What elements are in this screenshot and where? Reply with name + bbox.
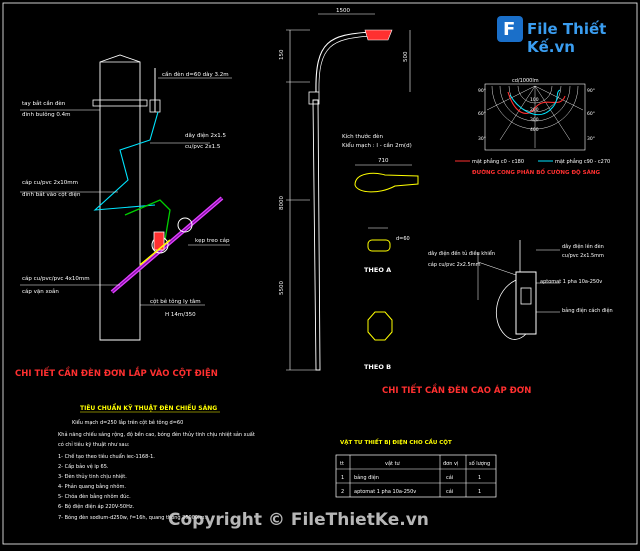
label-main-cable: cáp cu/pvc/pvc 4x10mm: [22, 275, 90, 282]
ring-label: 200: [530, 107, 539, 113]
ring-label: 400: [530, 127, 539, 133]
svg-text:1: 1: [341, 475, 344, 481]
section-a-shape: [367, 239, 391, 252]
pole-diagram: 150 8000 5500 1500 500 Kích thước đèn Ki…: [279, 8, 531, 396]
spec-line: Kiểu mạch d=250 lắp trên cột bê tông d=6…: [72, 419, 183, 426]
spec-line: có chỉ tiêu kỹ thuật như sau:: [58, 441, 130, 448]
cable-clamp: [153, 231, 165, 251]
ring-label: 300: [530, 117, 539, 123]
table-title: VẬT TƯ THIẾT BỊ ĐIỆN CHO CẦU CỘT: [340, 437, 452, 446]
label-bolt: đinh bulông 0.4m: [22, 111, 70, 118]
spec-line: 7- Bóng đèn sodium-d250w, f=16h, quang t…: [58, 514, 206, 521]
note-lamp-size: Kích thước đèn: [342, 133, 384, 140]
spec-line: 1- Chế tạo theo tiêu chuẩn iec-1168-1.: [58, 453, 155, 460]
label-arm-bracket: tay bắt cần đèn: [22, 99, 66, 107]
svg-text:bảng điện: bảng điện: [354, 474, 379, 481]
svg-text:aptomat 1 pha 10a-250v: aptomat 1 pha 10a-250v: [354, 489, 416, 495]
spec-line: 3- Đèn thủy tinh chịu nhiệt.: [58, 473, 127, 480]
legend-c0: mặt phẳng c0 - c180: [472, 158, 524, 165]
concrete-pole: [99, 54, 141, 341]
angle-label: 30°: [478, 136, 486, 142]
label-pole-height: H 14m/350: [165, 312, 196, 318]
brand-logo: F File Thiết Kế.vn: [497, 14, 627, 56]
angle-label: 60°: [587, 111, 595, 117]
svg-text:2: 2: [341, 489, 344, 495]
legend-c90: mặt phẳng c90 - c270: [555, 158, 610, 165]
material-table: VẬT TƯ THIẾT BỊ ĐIỆN CHO CẦU CỘT tt vật …: [335, 437, 497, 498]
section-b-shape: [367, 311, 393, 341]
section-dim: d=60: [396, 236, 410, 242]
service-cable: [124, 199, 171, 241]
th-item: vật tư: [385, 460, 401, 467]
polar-caption: ĐƯỜNG CONG PHÂN BỐ CƯỜNG ĐỘ SÁNG: [472, 168, 600, 176]
box-label-wire-spec: cu/pvc 2x1.5mm: [562, 253, 604, 259]
label-lamp-arm: cần đèn d=60 dày 3.2m: [162, 70, 229, 78]
lamp-head: [364, 29, 393, 41]
control-box: [515, 271, 537, 335]
table-row: 1 bảng điện cái 1: [341, 474, 481, 481]
left-diagram-title: CHI TIẾT CẦN ĐÈN ĐƠN LẮP VÀO CỘT ĐIỆN: [15, 366, 218, 379]
spec-line: 4- Phản quang bằng nhôm.: [58, 483, 126, 490]
steel-pole: [312, 99, 321, 371]
dim-top: 150: [279, 49, 285, 60]
box-label-lamp-wire: dây điện lên đèn: [562, 243, 604, 250]
box-label-feed: dây điện đến tủ điều khiển: [428, 249, 495, 257]
polar-unit: cd/1000lm: [512, 78, 539, 84]
label-pole: cột bê tông ly tâm: [150, 298, 201, 305]
table-row: 2 aptomat 1 pha 10a-250v cái 1: [341, 488, 481, 495]
frame-border: [2, 2, 638, 545]
note-arm-type: Kiểu mạch : I - cần 2m(d): [342, 141, 412, 149]
th-qty: số lượng: [469, 460, 490, 467]
dim-lower: 5500: [279, 281, 285, 295]
angle-label: 30°: [587, 136, 595, 142]
box-label-panel: bảng điện cách điện: [562, 307, 613, 314]
angle-label: 60°: [478, 111, 486, 117]
pole-diagram-title: CHI TIẾT CẦN ĐÈN CAO ÁP ĐƠN: [382, 383, 531, 396]
label-cable: cáp cu/pvc 2x10mm: [22, 179, 78, 186]
label-clamp: kẹp treo cáp: [195, 237, 230, 244]
box-label-cable: cáp cu/pvc 2x2.5mm: [428, 261, 481, 268]
lamp-side-view: [354, 172, 419, 193]
dim-lamp: 710: [378, 158, 389, 164]
dim-arm: 1500: [336, 8, 350, 14]
spec-title: TIÊU CHUẨN KỸ THUẬT ĐÈN CHIẾU SÁNG: [80, 404, 217, 412]
curved-arm: [315, 31, 371, 93]
pole-clamp: [92, 99, 148, 107]
spec-line: 6- Bộ điện điện áp 220V-50Hz.: [58, 503, 134, 510]
spec-line: 5- Chóa đèn bằng nhôm đúc.: [58, 493, 131, 500]
spec-line: 2- Cấp bảo vệ ip 65.: [58, 463, 109, 470]
svg-text:cái: cái: [446, 488, 453, 495]
angle-label: 90°: [478, 88, 486, 94]
svg-text:1: 1: [478, 475, 481, 481]
ring-label: 100: [530, 97, 539, 103]
label-twisted-cable: cáp vặn xoắn: [22, 288, 59, 295]
svg-text:1: 1: [478, 489, 481, 495]
dim-total: 8000: [279, 196, 285, 210]
label-pole-fix: đinh bắt vào cột điện: [22, 191, 81, 198]
th-unit: đơn vị: [443, 461, 458, 467]
section-b-label: THEO B: [364, 363, 391, 371]
spec-block: TIÊU CHUẨN KỸ THUẬT ĐÈN CHIẾU SÁNG Kiểu …: [58, 404, 255, 521]
dim-arm-height: 500: [403, 51, 409, 62]
polar-chart: cd/1000lm 100 200 300 400 90° 60° 30° 90…: [455, 78, 610, 176]
section-a-label: THEO A: [364, 266, 391, 274]
left-diagram: cần đèn d=60 dày 3.2m tay bắt cần đèn đi…: [15, 54, 232, 379]
label-wire: dây điện 2x1.5: [185, 132, 227, 139]
cable-run: [93, 111, 159, 211]
svg-text:cái: cái: [446, 474, 453, 481]
box-label-breaker: aptomat 1 pha 10a-250v: [540, 279, 602, 285]
th-no: tt: [340, 461, 344, 467]
logo-icon: F: [497, 16, 523, 42]
curve-c90-c270: [509, 89, 561, 116]
brand-name: File Thiết Kế.vn: [527, 20, 607, 56]
angle-label: 90°: [587, 88, 595, 94]
copyright-watermark: Copyright © FileThietKe.vn: [168, 510, 429, 530]
curve-c0-c180: [507, 91, 566, 114]
label-wire-spec: cu/pvc 2x1.5: [185, 144, 221, 150]
spec-line: Khả năng chiếu sáng rộng, độ bền cao, bó…: [58, 430, 255, 438]
control-box-diagram: dây điện đến tủ điều khiển cáp cu/pvc 2x…: [428, 240, 613, 340]
